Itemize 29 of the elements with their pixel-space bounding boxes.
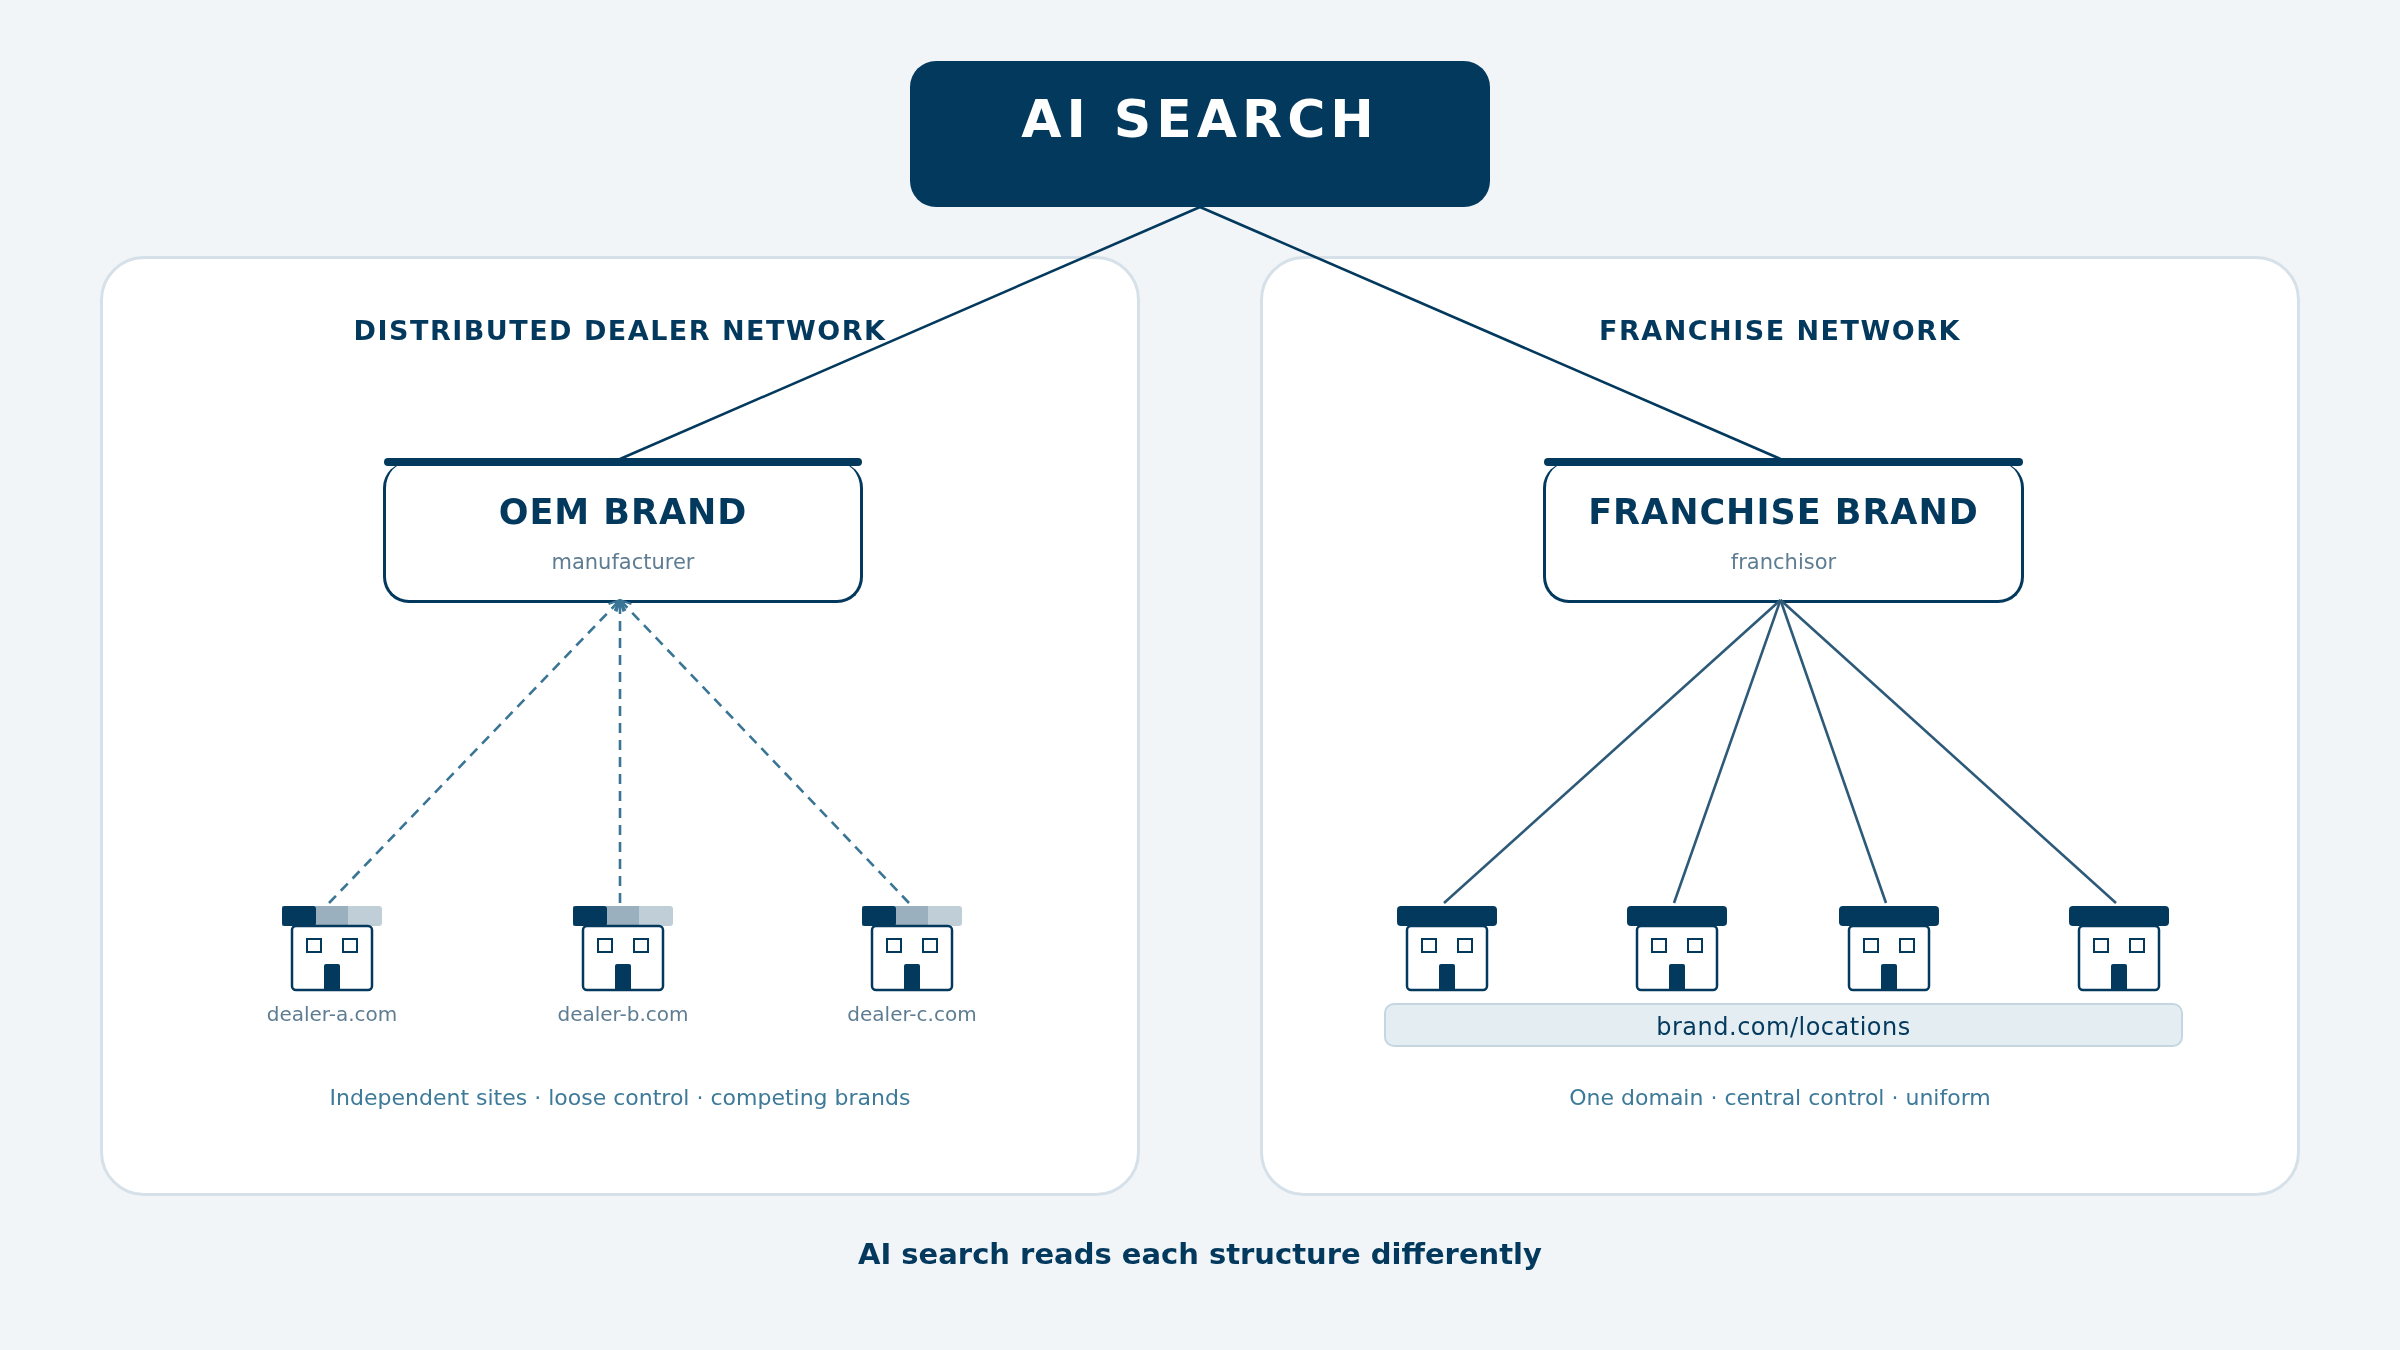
panel-title: FRANCHISE NETWORK — [1599, 315, 1961, 346]
panel-title: DISTRIBUTED DEALER NETWORK — [353, 315, 887, 346]
connector — [1443, 599, 1782, 904]
domain-label: dealer-a.com — [266, 1002, 398, 1026]
connector — [619, 205, 1201, 461]
heading-box — [910, 61, 1490, 207]
brand-role: franchisor — [1730, 550, 1837, 574]
caption: AI search reads each structure differently — [858, 1237, 1542, 1271]
store-icon — [1397, 906, 1497, 992]
panel-card — [100, 256, 1140, 1196]
domain-bar — [1384, 1003, 2183, 1047]
brand-title: OEM BRAND — [498, 492, 748, 532]
dashed-connector — [328, 598, 622, 904]
heading-title: AI SEARCH — [1021, 89, 1379, 149]
store-icon — [1839, 906, 1939, 992]
connector — [1779, 599, 1888, 904]
brand-title: FRANCHISE BRAND — [1588, 492, 1979, 532]
connector — [1199, 205, 1781, 461]
domain-label: dealer-c.com — [847, 1002, 977, 1026]
store-icon — [1627, 906, 1727, 992]
panel-note: Independent sites · loose control · competing brands — [329, 1085, 911, 1110]
domain-label: brand.com/locations — [1656, 1013, 1911, 1041]
domain-label: dealer-b.com — [557, 1002, 689, 1026]
panel-card — [1260, 256, 2300, 1196]
dashed-connector — [618, 598, 910, 904]
brand-role: manufacturer — [551, 550, 695, 574]
connector — [1779, 599, 2117, 904]
panel-note: One domain · central control · uniform — [1569, 1085, 1991, 1110]
store-icon — [2069, 906, 2169, 992]
